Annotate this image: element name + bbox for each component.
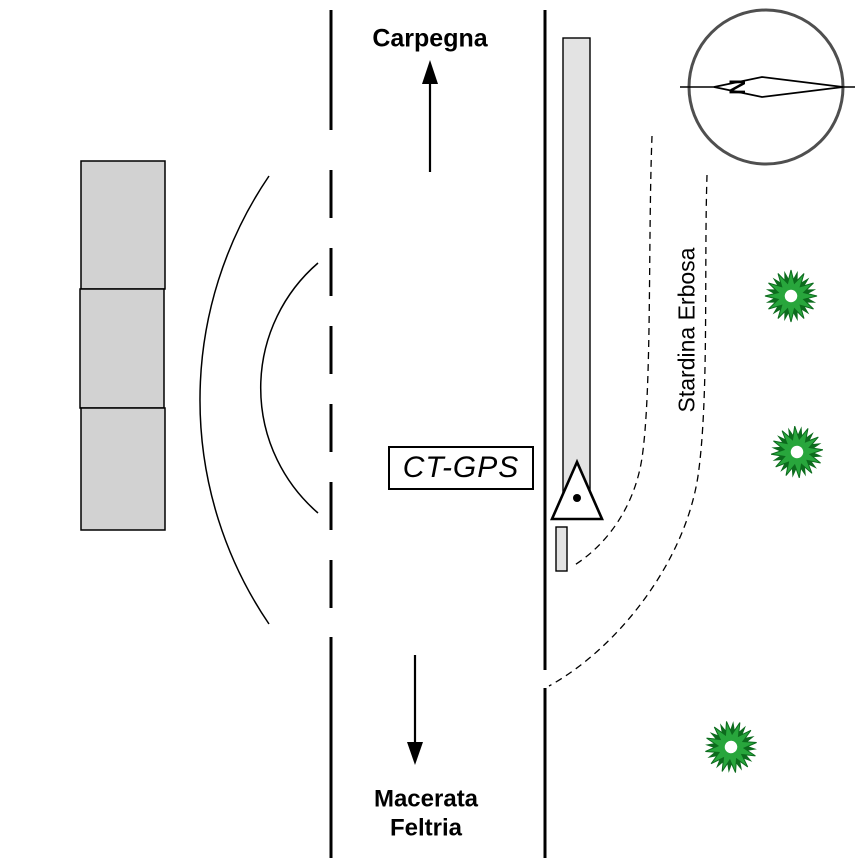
survey-marker-icon xyxy=(550,458,604,521)
tree-icon xyxy=(685,701,777,793)
compass-rose: N xyxy=(680,8,855,166)
station-label: CT-GPS xyxy=(402,451,520,484)
arrow-up-icon xyxy=(422,60,438,172)
building-block-1 xyxy=(80,160,166,290)
building-block-3 xyxy=(80,407,166,531)
wall-strip xyxy=(562,37,591,515)
tree-icon xyxy=(758,263,824,329)
station-label-box: CT-GPS xyxy=(388,446,534,490)
gate-arc-outer xyxy=(199,175,270,625)
destination-label-north: Carpegna xyxy=(372,24,488,53)
lane-edge-dashed-west xyxy=(572,135,653,567)
lane-edge-dashed-east xyxy=(548,174,708,687)
compass-north-label: N xyxy=(725,79,750,95)
gate-arc-inner xyxy=(260,262,319,514)
arrow-down-icon xyxy=(407,655,423,765)
destination-label-south-line2: Feltria xyxy=(389,815,463,842)
destination-label-south-line1: Macerata xyxy=(373,785,479,813)
compass-needle xyxy=(713,76,844,98)
wall-stub xyxy=(555,526,568,572)
tree-icon xyxy=(753,408,841,496)
lane-label: Stardina Erbosa xyxy=(673,247,700,413)
building-block-2 xyxy=(79,288,165,409)
destination-label-south: Macerata Feltria xyxy=(374,785,478,844)
survey-marker-dot xyxy=(573,494,581,502)
